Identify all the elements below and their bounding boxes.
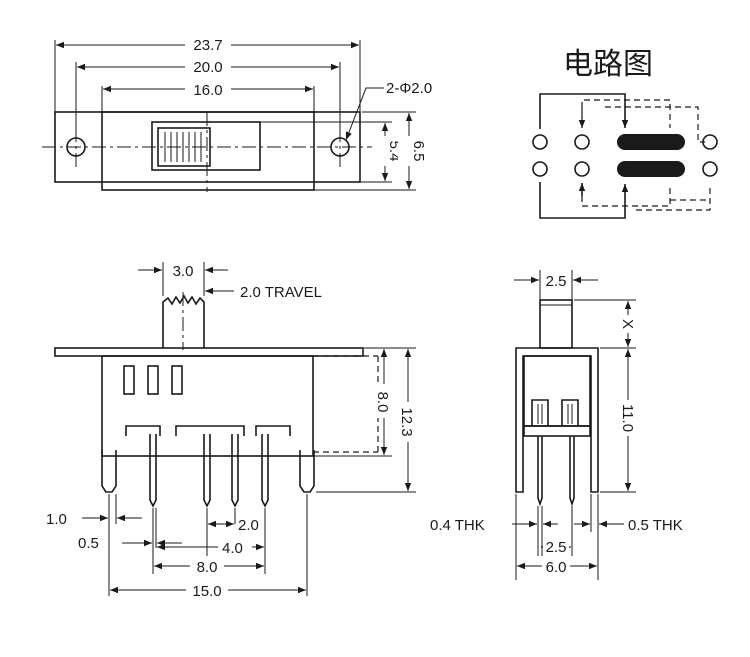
pin-2 [203, 434, 211, 508]
housing-slot-1 [123, 365, 135, 395]
front-actuator [162, 294, 205, 348]
front-housing [101, 355, 314, 457]
side-actuator [539, 299, 573, 349]
dim-side-body-height: 11.0 [619, 404, 636, 432]
housing-slot-3 [171, 365, 183, 395]
contact-4a [702, 134, 718, 150]
dim-hole-pitch: 20.0 [193, 59, 222, 76]
frame-tab-right [299, 450, 315, 493]
shorting-bar-top [617, 134, 685, 150]
dim-total-height: 12.3 [398, 407, 415, 436]
top-view: 23.7 20.0 16.0 2-Φ2.0 5.4 6.5 [42, 34, 432, 192]
pin-4 [261, 434, 269, 508]
contact-1a [532, 134, 548, 150]
frame-tab-left [101, 450, 117, 493]
dim-frame-tab: 1.0 [46, 511, 67, 528]
dim-side-actuator-height: X [619, 319, 636, 329]
front-view: 3.0 2.0 TRAVEL 8.0 12.3 1.0 [46, 262, 419, 600]
dim-pin-width: 0.5 [78, 535, 99, 552]
dim-outer-height: 6.5 [410, 141, 427, 162]
contact-4b [702, 161, 718, 177]
dim-side-pin-pitch: 2.5 [546, 539, 567, 556]
dim-pin-pitch: 2.0 [238, 517, 259, 534]
side-pin-1 [537, 436, 543, 507]
contact-1b [532, 161, 548, 177]
dim-overall-length: 23.7 [193, 37, 222, 54]
dim-pin-thickness: 0.4 THK [430, 517, 485, 534]
side-body [523, 355, 591, 427]
shorting-bar-bottom [617, 161, 685, 177]
dim-body-height: 8.0 [374, 392, 391, 413]
side-view: 2.5 X 11.0 0.4 THK 0.5 THK 2.5 [430, 270, 683, 580]
dim-side-overall-depth: 6.0 [546, 559, 567, 576]
front-pins [149, 434, 269, 508]
top-slider-window [151, 121, 261, 171]
dim-housing-length: 16.0 [193, 82, 222, 99]
front-mounting-plate [54, 347, 364, 357]
housing-slot-2 [147, 365, 159, 395]
contact-2b [574, 161, 590, 177]
dim-pin-span-4: 4.0 [222, 540, 243, 557]
top-housing [101, 111, 315, 191]
dim-overall-width: 15.0 [192, 583, 221, 600]
dim-frame-thickness: 0.5 THK [628, 517, 683, 534]
pin-3 [231, 434, 239, 508]
pin-1 [149, 434, 157, 508]
circuit-diagram: 电路图 [532, 47, 718, 219]
circuit-title: 电路图 [563, 47, 653, 82]
dim-actuator-width: 3.0 [173, 263, 194, 280]
dim-pin-span-8: 8.0 [197, 559, 218, 576]
dim-mounting-holes: 2-Φ2.0 [386, 80, 432, 97]
contact-2a [574, 134, 590, 150]
side-pin-2 [569, 436, 575, 507]
dim-side-actuator-width: 2.5 [546, 273, 567, 290]
travel-label: 2.0 TRAVEL [240, 284, 322, 301]
side-frame [515, 347, 599, 493]
